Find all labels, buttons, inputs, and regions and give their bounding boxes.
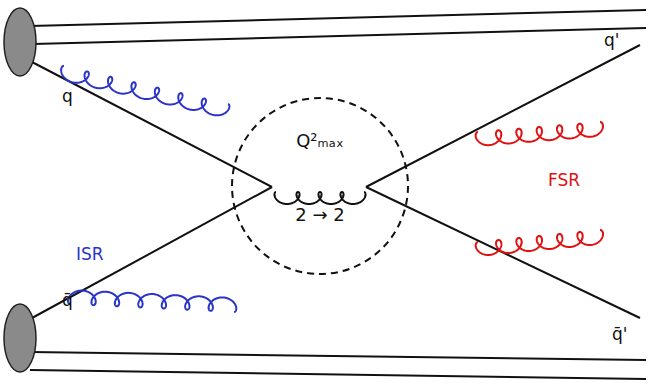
propagator-gluon <box>274 192 365 204</box>
scale-label: Q²ₘₐₓ <box>230 130 410 152</box>
isr-gluon <box>68 291 236 312</box>
beam-remnant-line <box>33 28 646 44</box>
process-label: 2 → 2 <box>230 204 410 226</box>
isr-gluon <box>61 66 229 115</box>
isr-label: ISR <box>76 244 104 264</box>
quark-label: q' <box>604 30 619 50</box>
fsr-gluon <box>476 230 603 255</box>
interaction-circle: Q²ₘₐₓ 2 → 2 <box>230 96 410 276</box>
outgoing-antiquark-line <box>366 187 640 318</box>
quark-line <box>32 62 272 187</box>
fsr-gluon <box>476 122 603 145</box>
proton-blob <box>4 304 36 372</box>
beam-remnant-line <box>30 352 646 360</box>
antiquark-line <box>32 187 272 318</box>
outgoing-quark-line <box>366 45 640 187</box>
quark-label: q <box>62 86 73 106</box>
antiquark-label: q̄' <box>612 324 627 344</box>
proton-blob <box>4 8 36 76</box>
dashed-circle <box>230 96 410 276</box>
beam-remnant-line <box>30 370 646 379</box>
antiquark-label: q̄ <box>62 290 73 310</box>
fsr-label: FSR <box>548 170 580 190</box>
beam-remnant-line <box>30 10 646 26</box>
